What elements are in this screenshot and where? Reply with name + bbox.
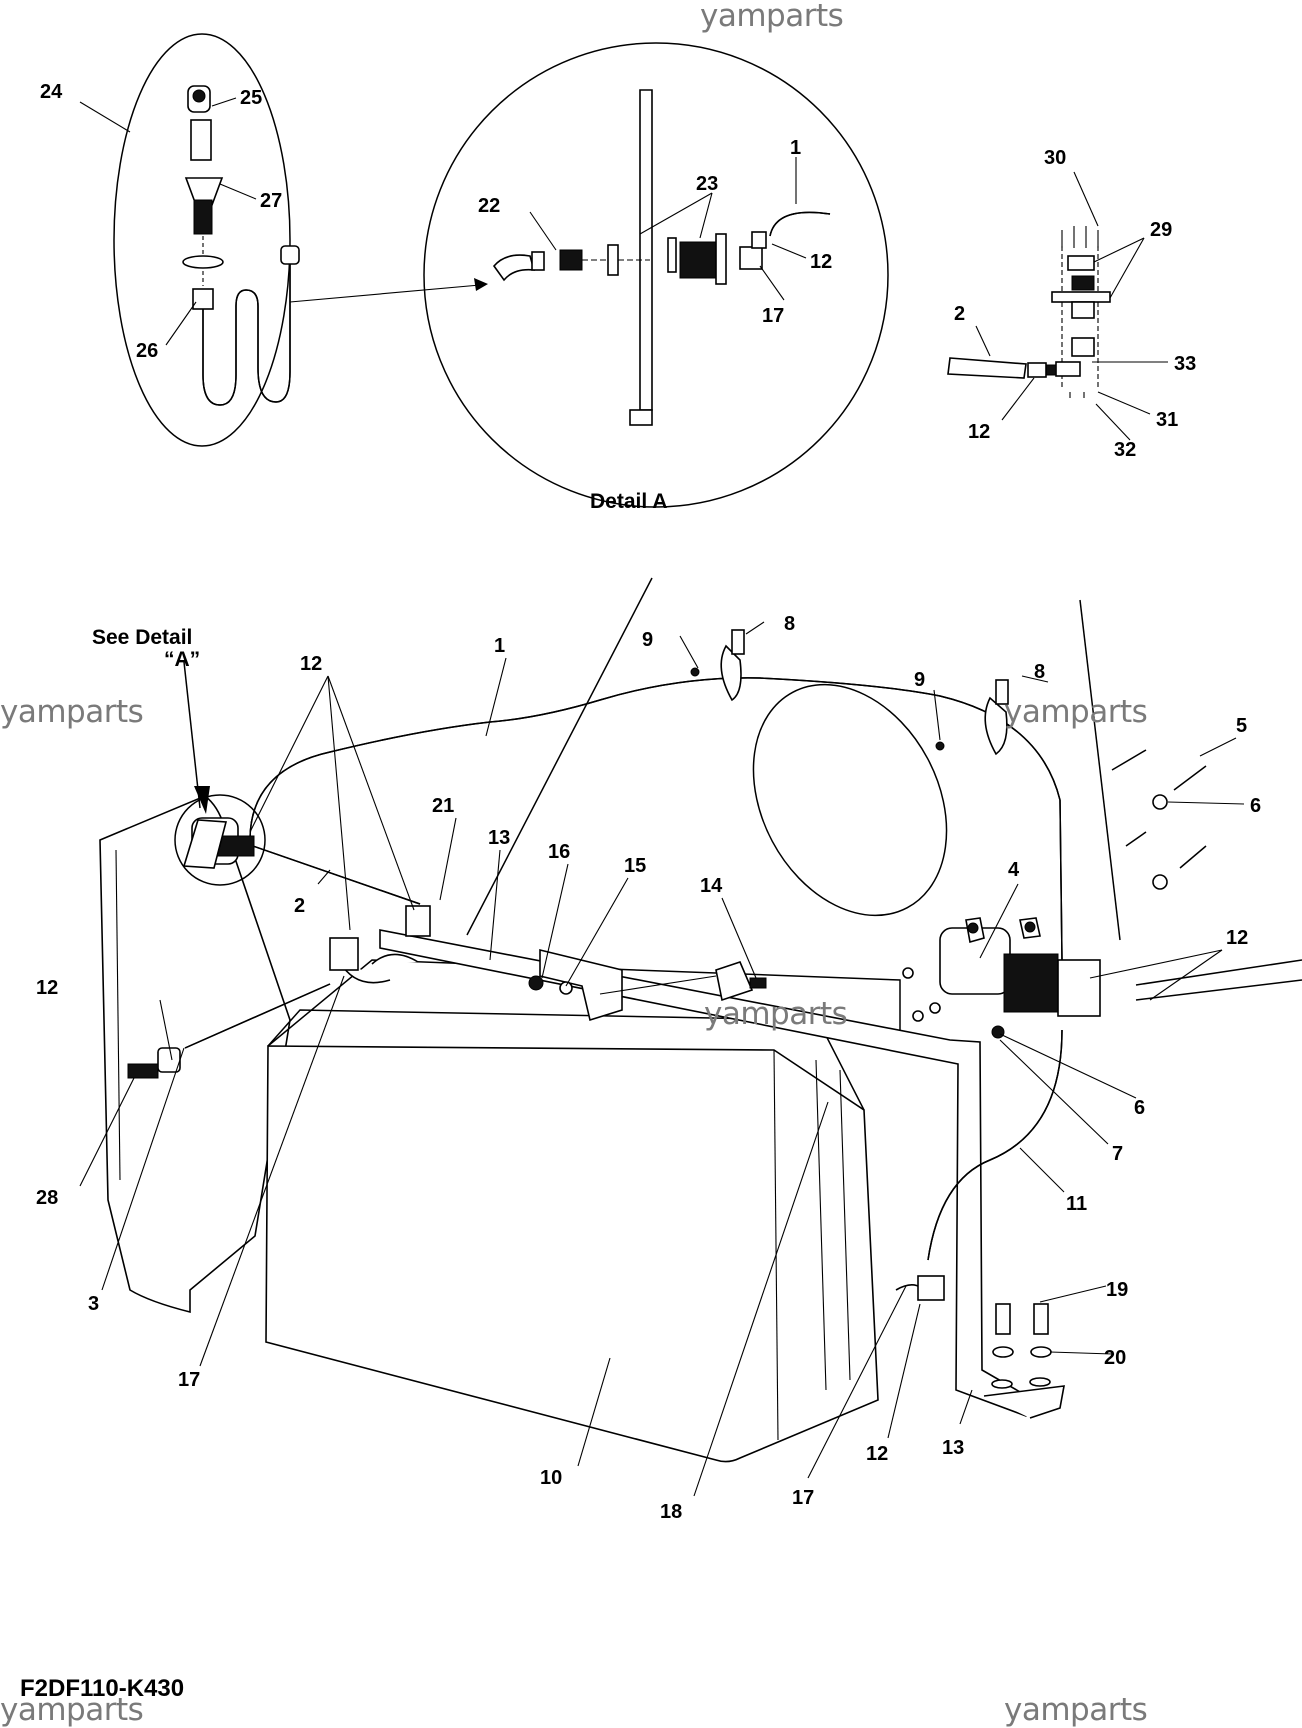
callout-7: 7	[1112, 1143, 1123, 1165]
callout-6-top: 6	[1250, 795, 1261, 817]
callout-26: 26	[136, 340, 158, 362]
callout-27: 27	[260, 190, 282, 212]
diagram-code: F2DF110-K430	[20, 1675, 185, 1702]
callout-5: 5	[1236, 715, 1247, 737]
hose-assembly-oval	[79, 33, 488, 447]
callout-9-left: 9	[642, 629, 653, 651]
callout-13-bottom: 13	[942, 1437, 964, 1459]
callout-12-explode: 12	[968, 421, 990, 443]
callout-20: 20	[1104, 1347, 1126, 1369]
callout-16: 16	[548, 841, 570, 863]
callout-18: 18	[660, 1501, 682, 1523]
callout-8-right: 8	[1034, 661, 1045, 683]
callout-25: 25	[240, 87, 262, 109]
callout-29: 29	[1150, 219, 1172, 241]
callout-2-explode: 2	[954, 303, 965, 325]
callout-22: 22	[478, 195, 500, 217]
callout-1-detail: 1	[790, 137, 801, 159]
callout-4: 4	[1008, 859, 1020, 881]
callout-3: 3	[88, 1293, 99, 1315]
see-detail-line1: See Detail	[92, 626, 192, 649]
callout-12-top: 12	[300, 653, 322, 675]
callout-10: 10	[540, 1467, 562, 1489]
callout-21: 21	[432, 795, 454, 817]
callout-8-left: 8	[784, 613, 795, 635]
callout-32: 32	[1114, 439, 1136, 461]
callout-31: 31	[1156, 409, 1178, 431]
main-assembly	[79, 577, 1302, 1497]
watermark: yamparts	[700, 0, 844, 34]
callout-17-right: 17	[792, 1487, 814, 1509]
callout-14: 14	[700, 875, 723, 897]
see-detail-line2: “A”	[164, 648, 200, 671]
watermark: yamparts	[1004, 1692, 1148, 1728]
callout-labels: 24 25 27 26 22 23 1 12 17 30 29 2 33 31 …	[36, 81, 1261, 1523]
callout-9-right: 9	[914, 669, 925, 691]
callout-1-main: 1	[494, 635, 505, 657]
watermark: yamparts	[0, 694, 144, 730]
callout-12-left: 12	[36, 977, 58, 999]
watermark: yamparts	[1004, 694, 1148, 730]
pump-fitting-explode	[947, 171, 1168, 441]
callout-12-detail: 12	[810, 251, 832, 273]
callout-23: 23	[696, 173, 718, 195]
detail-a-circle	[423, 42, 889, 508]
callout-15: 15	[624, 855, 646, 877]
callout-13-top: 13	[488, 827, 510, 849]
callout-11: 11	[1066, 1193, 1087, 1215]
callout-17-detail: 17	[762, 305, 784, 327]
callout-2-main: 2	[294, 895, 305, 917]
callout-6-bottom: 6	[1134, 1097, 1145, 1119]
callout-19: 19	[1106, 1279, 1128, 1301]
callout-24: 24	[40, 81, 63, 103]
callout-12-bottom: 12	[866, 1443, 888, 1465]
detail-a-caption: Detail A	[590, 490, 667, 513]
watermark: yamparts	[704, 996, 848, 1032]
callout-33: 33	[1174, 353, 1196, 375]
callout-28: 28	[36, 1187, 58, 1209]
callout-30: 30	[1044, 147, 1066, 169]
callout-17-left: 17	[178, 1369, 200, 1391]
callout-12-right: 12	[1226, 927, 1248, 949]
